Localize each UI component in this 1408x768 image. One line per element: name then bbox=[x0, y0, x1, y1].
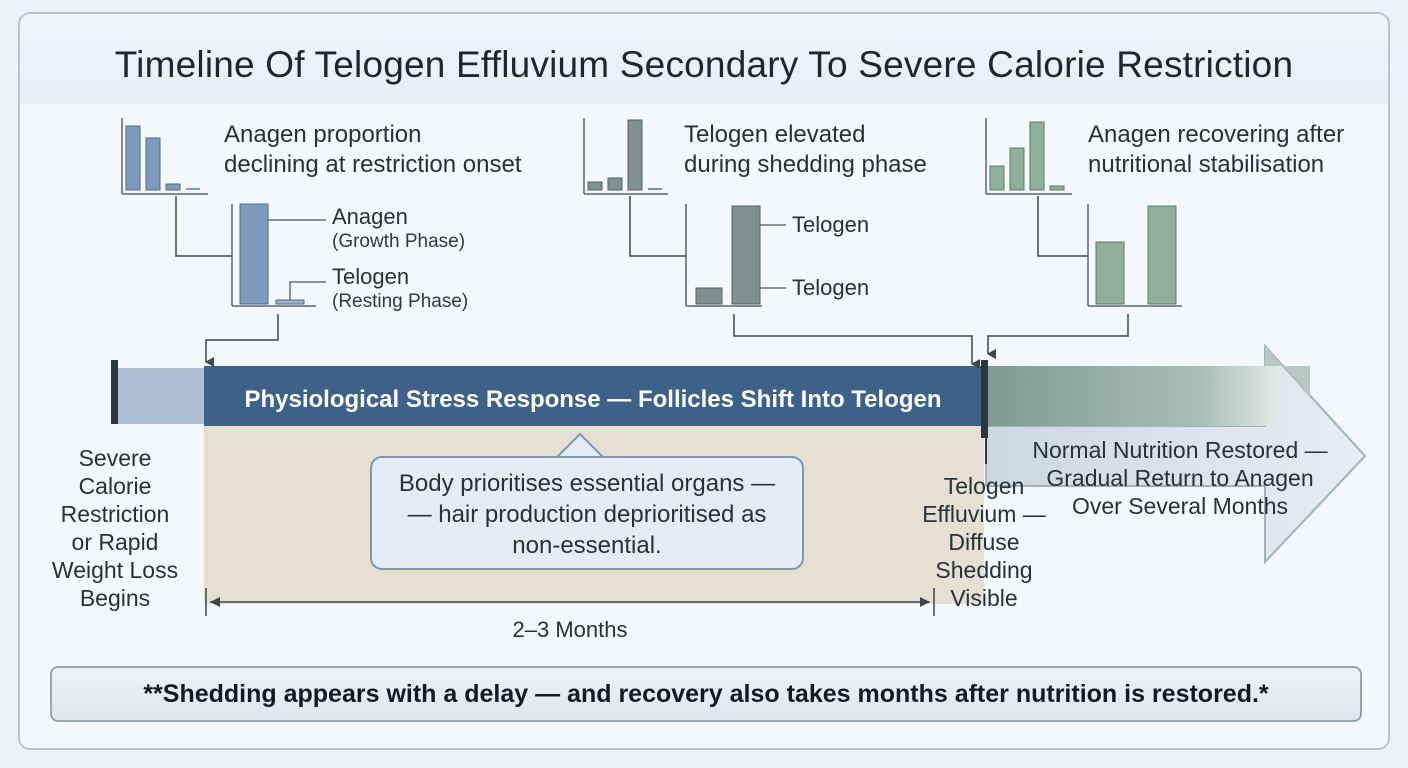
panel-2-caption-line1: Telogen elevated bbox=[684, 121, 866, 148]
panel-2-main-chart bbox=[685, 204, 786, 307]
panel-2-pointer bbox=[733, 314, 980, 369]
footer-text: **Shedding appears with a delay — and re… bbox=[143, 680, 1269, 708]
recovery-bar bbox=[986, 366, 1276, 426]
panel-3-main-chart bbox=[1087, 204, 1182, 307]
recovery-label: Normal Nutrition Restored — Gradual Retu… bbox=[1032, 437, 1328, 519]
panel-1-pointer bbox=[205, 314, 279, 367]
pre-bar bbox=[114, 368, 206, 424]
panel-2-tall-bar bbox=[731, 205, 761, 305]
panel-1-caption-line2: declining at restriction onset bbox=[224, 151, 522, 178]
panel-2-label-telogen-top: Telogen bbox=[792, 212, 870, 237]
duration-label: 2–3 Months bbox=[512, 617, 628, 642]
start-label: Severe Calorie Restriction or Rapid Weig… bbox=[51, 445, 179, 611]
diagram-graphics bbox=[111, 118, 1367, 616]
panel-1-main-chart bbox=[231, 203, 326, 307]
panel-3-tall-bar bbox=[1147, 205, 1177, 305]
panel-3-connector bbox=[1037, 196, 1088, 257]
panel-3-caption-line2: nutritional stabilisation bbox=[1088, 151, 1325, 178]
start-marker bbox=[111, 360, 118, 424]
stress-bar bbox=[204, 366, 984, 426]
panel-2-connector bbox=[629, 196, 686, 257]
panel-2-mini-chart bbox=[583, 118, 668, 195]
panel-1-label-telogen: Telogen bbox=[332, 264, 410, 289]
diagram-frame: Timeline Of Telogen Effluvium Secondary … bbox=[18, 12, 1390, 750]
panel-3-mid-bar bbox=[1095, 241, 1125, 305]
recovery-arrow-head-top bbox=[1265, 346, 1310, 396]
panel-2-small-bar bbox=[695, 287, 723, 305]
panel-1-label-anagen: Anagen bbox=[332, 204, 408, 229]
te-marker bbox=[981, 360, 988, 438]
panel-1-mini-chart bbox=[121, 118, 208, 195]
panel-3-pointer bbox=[987, 314, 1129, 359]
telogen-effluvium-label: Telogen Effluvium — Diffuse Shedding Vis… bbox=[922, 473, 1046, 611]
panel-1-label-anagen-sub: (Growth Phase) bbox=[332, 231, 466, 252]
explanation-bubble: Body prioritises essential organs — — ha… bbox=[370, 456, 804, 570]
panel-2-caption-line2: during shedding phase bbox=[684, 151, 927, 178]
bubble-text: Body prioritises essential organs — — ha… bbox=[398, 470, 776, 559]
footer-banner: **Shedding appears with a delay — and re… bbox=[50, 666, 1362, 722]
panel-1-telogen-bar bbox=[275, 299, 305, 305]
panel-2-label-telogen-bottom: Telogen bbox=[792, 275, 870, 300]
panel-1-connector bbox=[175, 196, 232, 257]
panel-1-label-telogen-sub: (Resting Phase) bbox=[332, 291, 469, 312]
panel-1-caption-line1: Anagen proportion bbox=[224, 121, 422, 148]
panel-1-anagen-bar bbox=[239, 203, 269, 305]
panel-3-caption-line1: Anagen recovering after bbox=[1088, 121, 1345, 148]
panel-3-mini-chart bbox=[985, 118, 1072, 195]
page-title: Timeline Of Telogen Effluvium Secondary … bbox=[114, 44, 1294, 85]
stress-response-label: Physiological Stress Response — Follicle… bbox=[244, 386, 942, 413]
